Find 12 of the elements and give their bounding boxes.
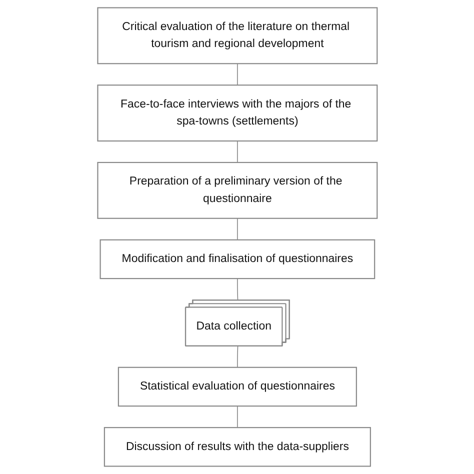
node-box: Modification and finalisation of questionnaires <box>99 239 375 280</box>
connector <box>236 63 238 86</box>
connector <box>236 140 238 163</box>
connector <box>236 346 238 368</box>
node-box: Critical evaluation of the literature on thermal tourism and regional development <box>96 7 378 64</box>
node-box: Preparation of a preliminary version of the questionnaire <box>96 162 378 219</box>
connector <box>236 278 238 301</box>
connector <box>236 406 238 428</box>
node-box: Discussion of results with the data-suppliers <box>103 427 371 467</box>
connector <box>236 218 238 240</box>
node-box: Face-to-face interviews with the majors of the spa-towns (settlements) <box>96 84 378 142</box>
node-box: Statistical evaluation of questionnaires <box>117 366 357 407</box>
